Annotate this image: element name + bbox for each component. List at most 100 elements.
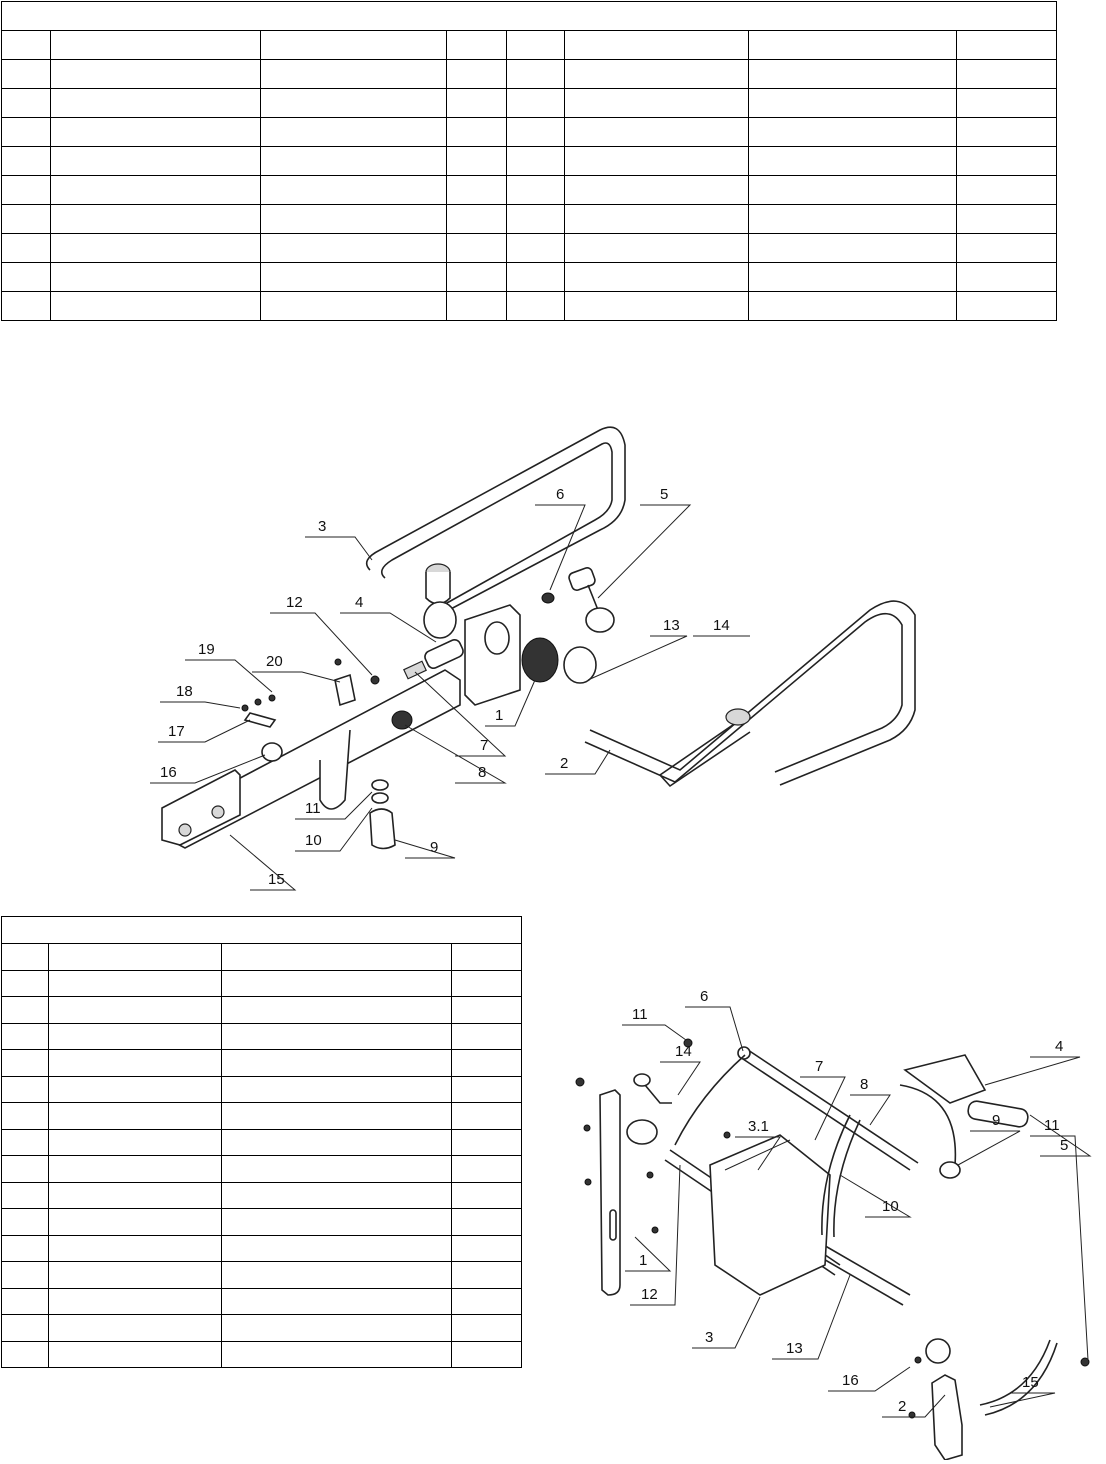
table-cell <box>1 204 51 234</box>
table-row <box>1 291 1057 321</box>
table-cell <box>506 175 565 205</box>
table-cell <box>451 1340 522 1368</box>
table-cell <box>506 291 565 321</box>
table-row <box>1 233 1057 263</box>
table-cell <box>260 291 447 321</box>
table-cell <box>50 88 261 118</box>
callout-11: 11 <box>305 800 321 817</box>
table-cell <box>260 88 447 118</box>
table-row <box>1 117 1057 147</box>
table-cell <box>451 1155 522 1183</box>
table-cell <box>1 1102 49 1130</box>
callout-5: 5 <box>1060 1137 1068 1154</box>
table-cell <box>451 1102 522 1130</box>
table-cell <box>221 1049 452 1077</box>
table-cell <box>451 943 522 971</box>
table-row <box>1 1340 522 1368</box>
table-cell <box>446 204 507 234</box>
table-cell <box>1 1287 49 1315</box>
table-row <box>1 30 1057 60</box>
table-row <box>1 943 522 971</box>
table-cell <box>506 262 565 292</box>
table-row <box>1 1128 522 1156</box>
table-cell <box>451 969 522 997</box>
table-cell <box>446 175 507 205</box>
callout-2: 2 <box>898 1398 906 1415</box>
table-cell <box>1 117 51 147</box>
callout-17: 17 <box>168 723 185 740</box>
top-table-title-cell <box>1 1 1057 31</box>
table-cell <box>451 1075 522 1103</box>
table-row <box>1 1022 522 1050</box>
table-cell <box>1 969 49 997</box>
table-cell <box>221 1261 452 1289</box>
table-cell <box>564 262 749 292</box>
parts-table-top <box>1 1 1057 321</box>
table-cell <box>956 146 1057 176</box>
callout-1: 1 <box>495 707 503 724</box>
callout-4: 4 <box>355 594 363 611</box>
callout-13: 13 <box>786 1340 803 1357</box>
callout-4: 4 <box>1055 1038 1063 1055</box>
table-cell <box>748 262 957 292</box>
callout-12: 12 <box>641 1286 658 1303</box>
callout-16: 16 <box>160 764 177 781</box>
table-cell <box>451 1314 522 1342</box>
table-cell <box>1 1022 49 1050</box>
table-row <box>1 88 1057 118</box>
table-cell <box>1 233 51 263</box>
table-cell <box>1 943 49 971</box>
table-cell <box>1 1128 49 1156</box>
table-row <box>1 1261 522 1289</box>
table-row <box>1 1234 522 1262</box>
table-cell <box>1 30 51 60</box>
table-cell <box>1 1155 49 1183</box>
table-cell <box>48 1261 222 1289</box>
table-cell <box>48 1287 222 1315</box>
table-cell <box>748 175 957 205</box>
table-cell <box>48 1102 222 1130</box>
table-cell <box>446 59 507 89</box>
callout-15: 15 <box>1022 1374 1039 1391</box>
table-cell <box>48 1128 222 1156</box>
table-cell <box>506 30 565 60</box>
table-cell <box>956 175 1057 205</box>
table-cell <box>446 233 507 263</box>
table-cell <box>748 204 957 234</box>
callout-6: 6 <box>556 486 564 503</box>
table-cell <box>1 1340 49 1368</box>
callout-5: 5 <box>660 486 668 503</box>
table-cell <box>1 291 51 321</box>
callout-2: 2 <box>560 755 568 772</box>
callout-18: 18 <box>176 683 193 700</box>
table-cell <box>260 59 447 89</box>
table-cell <box>506 117 565 147</box>
table-cell <box>50 117 261 147</box>
table-cell <box>50 30 261 60</box>
table-cell <box>451 1128 522 1156</box>
table-cell <box>48 1208 222 1236</box>
table-cell <box>446 30 507 60</box>
table-cell <box>50 59 261 89</box>
table-cell <box>48 1155 222 1183</box>
callout-3: 3 <box>318 518 326 535</box>
table-cell <box>221 1075 452 1103</box>
table-cell <box>1 1208 49 1236</box>
callout-14: 14 <box>675 1043 692 1060</box>
table-cell <box>748 233 957 263</box>
table-cell <box>564 88 749 118</box>
table-cell <box>48 1314 222 1342</box>
table-cell <box>506 204 565 234</box>
callout-9: 9 <box>430 839 438 856</box>
table-row <box>1 1287 522 1315</box>
table-cell <box>1 88 51 118</box>
callout-8: 8 <box>478 764 486 781</box>
table-cell <box>260 117 447 147</box>
table-cell <box>1 175 51 205</box>
table-cell <box>50 262 261 292</box>
table-cell <box>260 146 447 176</box>
table-cell <box>260 30 447 60</box>
table-cell <box>48 1234 222 1262</box>
table-cell <box>48 1049 222 1077</box>
table-cell <box>564 59 749 89</box>
